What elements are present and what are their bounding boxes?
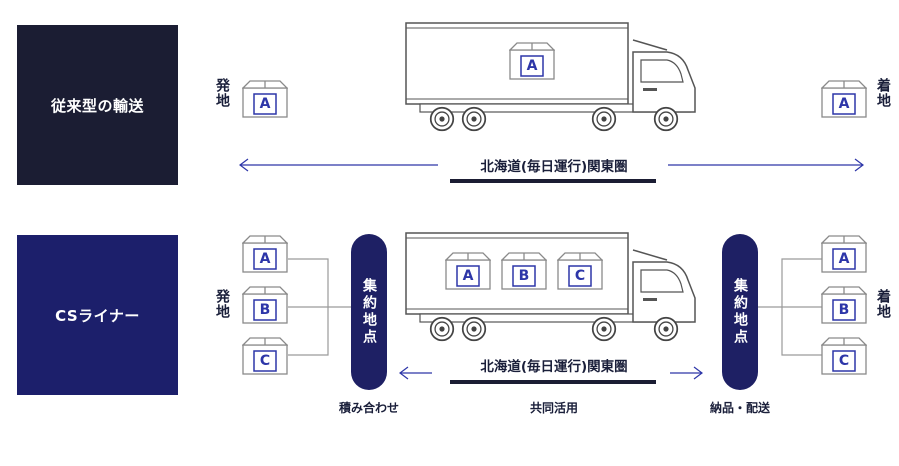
hub-right-pill: 集約地点	[722, 234, 758, 390]
destination-package-icon: C	[821, 337, 867, 375]
collection-connector	[288, 258, 352, 356]
distribution-connector	[758, 258, 822, 356]
origin-package-icon: C	[242, 337, 288, 375]
conventional-transport-label: 従来型の輸送	[17, 25, 178, 185]
hub-left-pill: 集約地点	[351, 234, 387, 390]
route-arrow-line	[239, 158, 864, 172]
origin-package-icon: A	[242, 235, 288, 273]
origin-package-icon: A	[242, 80, 288, 118]
truck-package-icon: A	[509, 42, 555, 80]
route-label: 北海道(毎日運行)関東圏	[480, 359, 628, 375]
caption-delivery: 納品・配送	[709, 401, 770, 415]
arrow-right-icon	[854, 158, 864, 172]
origin-label: 発地	[214, 78, 230, 108]
origin-package-icon: B	[242, 286, 288, 324]
route-label: 北海道(毎日運行)関東圏	[480, 159, 628, 175]
origin-label: 発地	[214, 289, 230, 319]
truck-package-icon: C	[557, 252, 603, 290]
caption-consolidation: 積み合わせ	[338, 401, 399, 415]
caption-shared-use: 共同活用	[529, 401, 578, 415]
truck-package-icon: A	[445, 252, 491, 290]
arrow-left-icon	[239, 158, 249, 172]
truck-icon: A	[405, 22, 705, 137]
destination-label: 着地	[875, 78, 891, 108]
cs-liner-label: CSライナー	[17, 235, 178, 395]
destination-package-icon: A	[821, 80, 867, 118]
arrow-right-icon	[693, 366, 703, 380]
arrow-left-icon	[399, 366, 409, 380]
route-arrow-line	[399, 366, 703, 380]
route-underline	[450, 380, 656, 384]
destination-label: 着地	[875, 289, 891, 319]
truck-package-icon: B	[501, 252, 547, 290]
destination-package-icon: A	[821, 235, 867, 273]
truck-icon: A B C	[405, 232, 705, 347]
route-underline	[450, 179, 656, 183]
destination-package-icon: B	[821, 286, 867, 324]
